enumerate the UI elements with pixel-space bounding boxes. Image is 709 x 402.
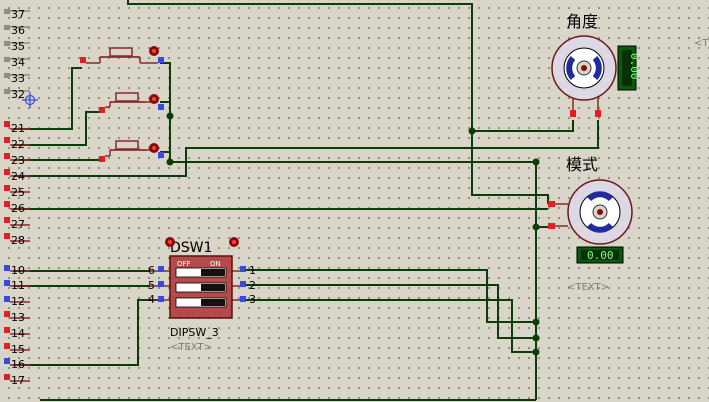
pin-label: 34 <box>11 56 25 69</box>
pin-label: 33 <box>11 72 25 85</box>
angle-encoder[interactable]: 角度 0.00 <box>551 12 641 117</box>
push-button-1[interactable] <box>80 46 164 64</box>
angle-encoder-title: 角度 <box>566 12 598 31</box>
pin-label: 15 <box>11 343 25 356</box>
pin-label: 11 <box>11 279 25 292</box>
pin-label: 25 <box>11 186 25 199</box>
pin-label: 24 <box>11 170 25 183</box>
dip-off-label: OFF <box>177 260 191 268</box>
mcu-pins-lower: 10 11 12 13 14 15 16 17 <box>4 264 30 387</box>
dip-on-label: ON <box>210 260 221 268</box>
dip-pin-number: 2 <box>249 279 256 292</box>
pin-label: 23 <box>11 154 25 167</box>
mcu-pins-upper: 37 36 35 34 33 32 <box>4 8 30 101</box>
push-button-2[interactable] <box>99 92 164 113</box>
edge-text-placeholder: <T <box>694 38 709 49</box>
mcu-pins: 37 36 35 34 33 32 <box>4 8 30 387</box>
pin-label: 27 <box>11 218 25 231</box>
pin-label: 12 <box>11 295 25 308</box>
pin-label: 36 <box>11 24 25 37</box>
pin-label: 22 <box>11 138 25 151</box>
dip-pin-number: 4 <box>148 293 155 306</box>
pin-label: 17 <box>11 374 25 387</box>
pin-label: 21 <box>11 122 25 135</box>
pin-label: 16 <box>11 358 25 371</box>
pin-label: 32 <box>11 88 25 101</box>
mode-text-placeholder: <TEXT> <box>567 282 609 293</box>
rotary-knob-icon <box>566 56 576 80</box>
crosshair-cursor-icon <box>22 92 38 108</box>
angle-display-value: 0.00 <box>628 53 641 80</box>
push-button-3[interactable] <box>99 140 164 162</box>
dip-text-placeholder: <TEXT> <box>170 342 212 353</box>
dip-part-name: DIPSW_3 <box>170 326 219 339</box>
pin-label: 37 <box>11 8 25 21</box>
pin-label: 10 <box>11 264 25 277</box>
dip-pin-number: 3 <box>249 293 256 306</box>
mode-encoder[interactable]: 模式 0.00 <TEXT> <box>548 155 633 293</box>
pin-label: 13 <box>11 311 25 324</box>
pin-label: 14 <box>11 327 25 340</box>
mode-encoder-title: 模式 <box>566 155 598 174</box>
dip-pin-number: 5 <box>148 279 155 292</box>
rotary-knob-icon <box>586 191 614 202</box>
pin-label: 26 <box>11 202 25 215</box>
dip-refdes: DSW1 <box>170 240 212 256</box>
dip-switch[interactable]: DSW1 6 5 4 1 2 3 OFF ON <box>148 237 256 353</box>
dip-pin-number: 6 <box>148 264 155 277</box>
wires <box>13 0 599 401</box>
mcu-pins-middle: 21 22 23 24 25 26 27 28 <box>4 121 30 247</box>
pin-label: 35 <box>11 40 25 53</box>
wire-junctions <box>166 112 540 356</box>
mode-display-value: 0.00 <box>587 249 614 262</box>
dip-pin-number: 1 <box>249 264 256 277</box>
pin-label: 28 <box>11 234 25 247</box>
